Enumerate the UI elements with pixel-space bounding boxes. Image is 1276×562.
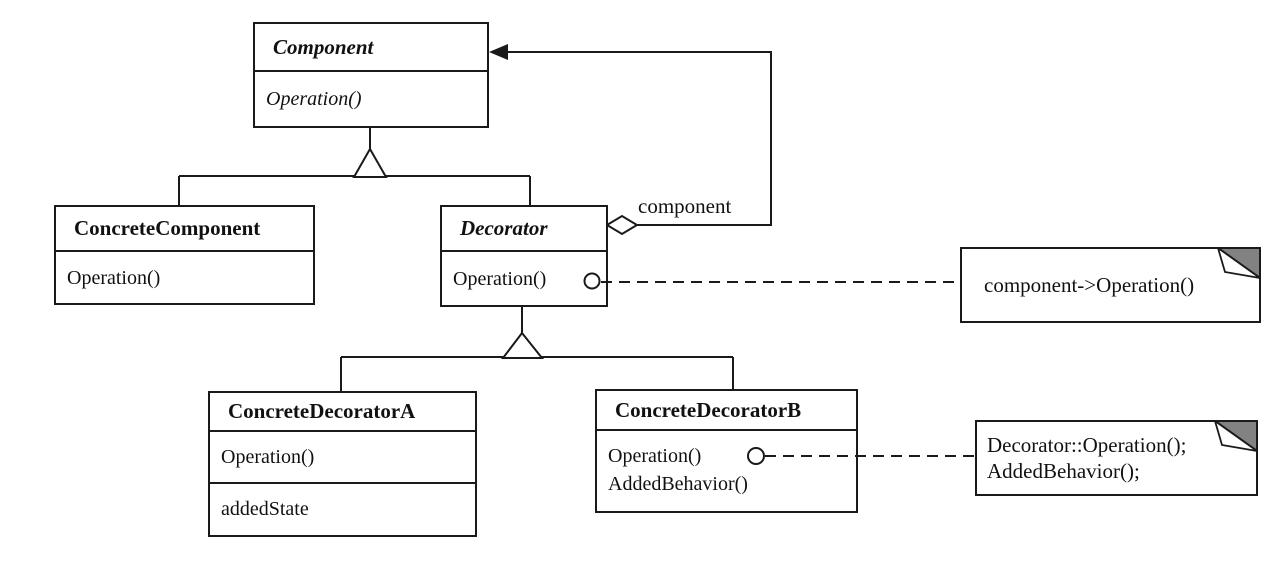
arrowhead-icon	[489, 44, 508, 60]
operation-label: Operation()	[608, 445, 702, 467]
operation-label: Operation()	[453, 267, 547, 290]
attributes-compartment: addedState	[210, 484, 475, 533]
aggregation-diamond-icon	[605, 214, 639, 236]
inheritance-triangle-icon	[500, 331, 545, 359]
operations-compartment: Operation()	[442, 252, 606, 305]
class-box-concretedecoratorb: ConcreteDecoratorB Operation() AddedBeha…	[595, 389, 858, 513]
note-fold-icon	[1214, 420, 1258, 452]
class-name-concretecomponent: ConcreteComponent	[56, 207, 313, 252]
note-decorator-operation: component->Operation()	[960, 247, 1261, 323]
operations-compartment: Operation()	[210, 432, 475, 484]
operations-compartment: Operation()	[255, 72, 487, 126]
class-name-concretedecoratorb: ConcreteDecoratorB	[597, 391, 856, 431]
class-name-decorator: Decorator	[442, 207, 606, 252]
class-box-concretecomponent: ConcreteComponent Operation()	[54, 205, 315, 305]
class-box-component: Component Operation()	[253, 22, 489, 128]
operations-compartment: Operation()	[56, 252, 313, 303]
operation-label: Operation()	[221, 446, 315, 468]
attribute-label: addedState	[221, 497, 309, 520]
operations-compartment: Operation() AddedBehavior()	[597, 431, 856, 509]
aggregation-role-label: component	[638, 194, 732, 218]
note-concretedecoratorb-operation: Decorator::Operation(); AddedBehavior();	[975, 420, 1258, 496]
class-name-component: Component	[255, 24, 487, 72]
class-box-decorator: Decorator Operation()	[440, 205, 608, 307]
class-box-concretedecoratora: ConcreteDecoratorA Operation() addedStat…	[208, 391, 477, 537]
note-text: Decorator::Operation();	[987, 433, 1187, 457]
note-text: component->Operation()	[984, 273, 1195, 297]
operation-label: Operation()	[266, 88, 362, 110]
inheritance-triangle-icon	[352, 146, 388, 178]
operation-label: AddedBehavior()	[608, 473, 748, 495]
note-fold-icon	[1217, 247, 1261, 279]
class-name-concretedecoratora: ConcreteDecoratorA	[210, 393, 475, 432]
operation-label: Operation()	[67, 266, 161, 289]
note-text: AddedBehavior();	[987, 459, 1140, 483]
aggregation-line	[506, 51, 772, 226]
